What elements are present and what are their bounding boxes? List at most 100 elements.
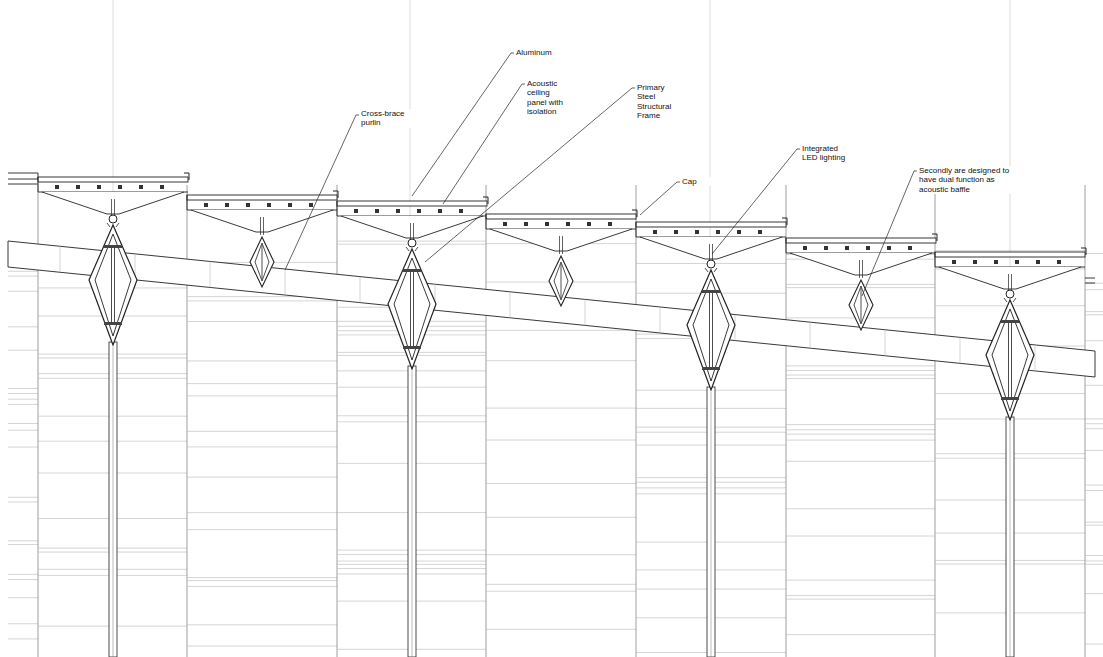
panel-joint [486,629,636,630]
panel-joint [8,623,38,624]
panel-joint [187,395,337,396]
callout-label: Secondly are designed to have dual funct… [918,166,1016,194]
callout-label: Cross-brace purlin [360,109,418,128]
panel-joint [786,440,935,441]
panel-joint [8,447,38,448]
leader-line [640,182,680,215]
panel-joint [187,477,337,478]
band-edge [337,185,338,657]
panel-joint [1085,340,1103,341]
wall-background [8,0,1103,657]
leader-line [862,171,917,296]
panel-joint [187,580,337,581]
panel-joint [786,378,935,379]
panel-joint [1085,564,1103,565]
panel-joint [786,634,935,635]
baffle-bay [786,234,937,330]
panel-joint [187,646,337,647]
panel-joint [1085,593,1103,594]
panel-joint [187,586,337,587]
panel-joint [187,529,337,530]
panel-joint [486,330,636,331]
baffle-bay [187,191,338,287]
panel-joint [486,517,636,518]
roof-stub [8,173,38,184]
column-bay [38,173,189,657]
panel-joint [1085,289,1103,290]
panel-joint [786,595,935,596]
callout-label: Primary Steel Structural Frame [636,83,684,121]
panel-joint [8,326,38,327]
panel-joint [486,483,636,484]
panel-joint [935,250,1085,251]
panel-joint [786,429,935,430]
panel-joint [786,599,935,600]
leader-line [712,149,800,254]
panel-joint [786,365,935,366]
panel-joint [786,375,935,376]
panel-joint [187,624,337,625]
panel-joint [8,579,38,580]
cross-brace-purlin [8,241,1095,377]
column-bay [935,248,1086,657]
panel-joint [8,388,38,389]
panel-joint [187,321,337,322]
panel-joint [1085,428,1103,429]
callout-label: Integrated LED lighting [801,144,849,163]
panel-joint [187,446,337,447]
panel-joint [8,638,38,639]
panel-joint [8,544,38,545]
panel-joint [486,584,636,585]
band-edge [636,185,637,657]
panel-joint [8,497,38,498]
panel-joint [187,300,337,301]
baffle-bay [486,210,637,306]
panel-joint [8,501,38,502]
callout-label: Aluminum [515,48,577,57]
panel-joint [8,597,38,598]
panel-joint [786,370,935,371]
band-edge [935,185,936,657]
panel-joint [1085,485,1103,486]
panel-joint [187,512,337,513]
panel-joint [786,424,935,425]
panel-joint [8,276,38,277]
panel-joint [786,508,935,509]
panel-joint [8,399,38,400]
panel-joint [8,393,38,394]
panel-joint [1085,555,1103,556]
band-edge [486,185,487,657]
panel-joint [1085,522,1103,523]
panel-joint [486,440,636,441]
column-bay [636,218,787,657]
panel-joint [8,291,38,292]
panel-joint [8,350,38,351]
panel-joint [1085,644,1103,645]
callout-label: Acoustic ceiling panel with isolation [526,79,572,117]
panel-joint [486,591,636,592]
panel-joint [1085,314,1103,315]
panel-joint [786,580,935,581]
panel-joint [486,360,636,361]
panel-joint [1085,525,1103,526]
panel-joint [486,408,636,409]
panel-joint [8,271,38,272]
panel-joint [1085,490,1103,491]
roof-stub [1085,278,1095,283]
panel-joint [187,577,337,578]
panel-joint [1085,253,1103,254]
panel-joint [486,554,636,555]
panel-joint [8,404,38,405]
leader-line [285,115,359,270]
leader-lines [285,53,917,296]
band-edge [786,185,787,657]
panel-joint [8,423,38,424]
panel-joint [187,431,337,432]
leader-line [443,84,525,204]
callout-label: Cap [681,177,713,186]
panel-joint [8,540,38,541]
panel-joint [8,430,38,431]
panel-joint [1085,423,1103,424]
panel-joint [786,461,935,462]
